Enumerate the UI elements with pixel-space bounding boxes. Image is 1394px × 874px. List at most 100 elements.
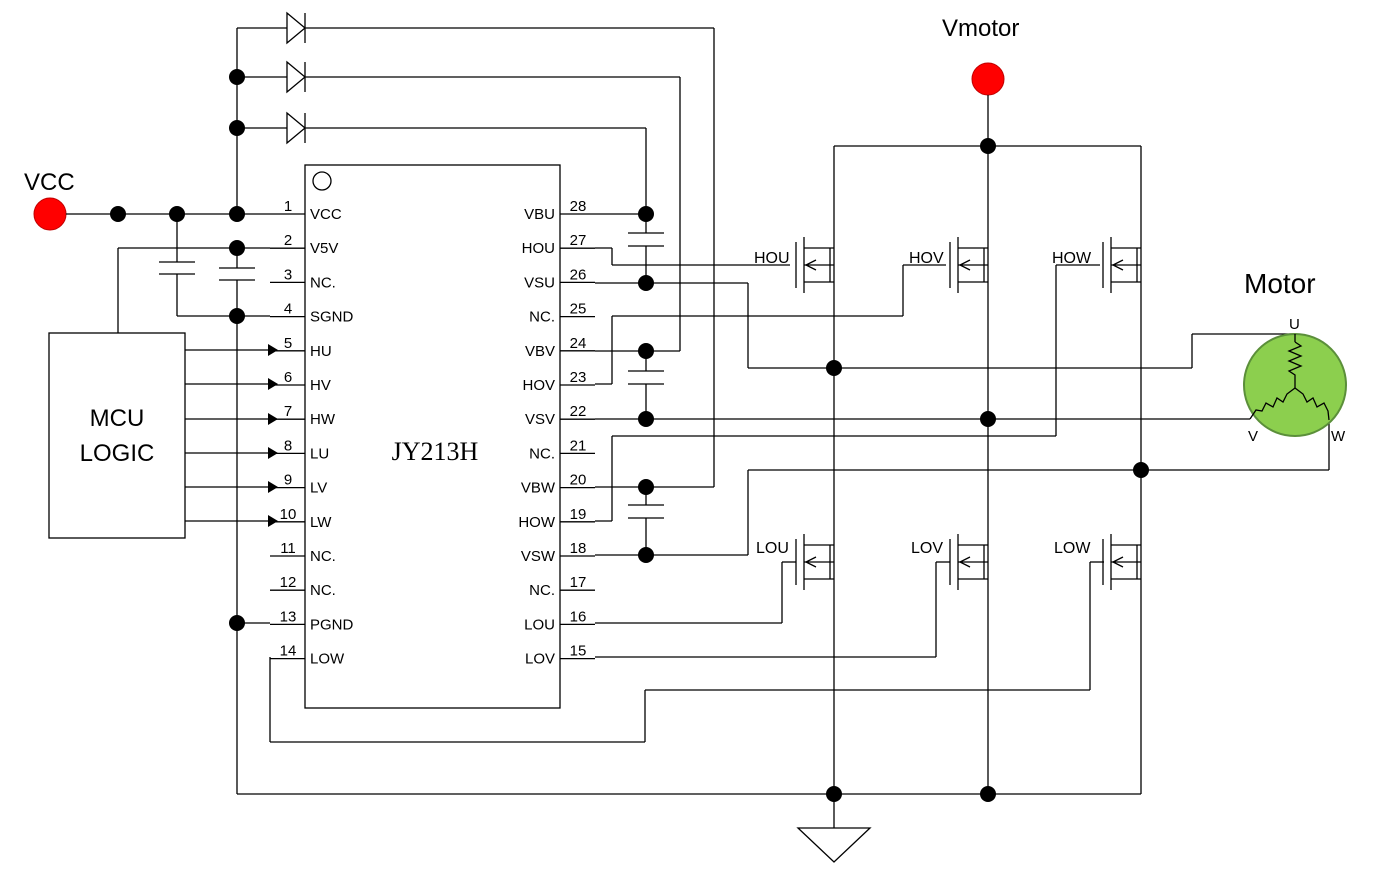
right-pin-name: HOV (522, 377, 555, 394)
right-pin-number: 17 (570, 574, 587, 591)
mcu-label-line2: LOGIC (80, 440, 155, 467)
left-pin-name: LV (310, 480, 327, 497)
bootstrap-diode-icons (286, 11, 715, 487)
left-pin-11: 11 NC. (270, 540, 336, 565)
vmotor-terminal-icon (971, 62, 1005, 96)
right-pin-name: VSU (524, 274, 555, 291)
mcu-label-line1: MCU (90, 405, 145, 432)
v5v-capacitors (159, 261, 255, 281)
left-pin-number: 10 (280, 506, 297, 523)
mosfet-lov-icon (949, 534, 988, 590)
right-pin-number: 28 (570, 198, 587, 215)
left-pin-name: NC. (310, 548, 336, 565)
left-pin-name: LW (310, 514, 332, 531)
right-pin-26: 26 VSU (524, 266, 595, 291)
left-pin-number: 11 (280, 540, 296, 557)
junction-dots (110, 69, 1149, 802)
left-pin-name: LU (310, 445, 329, 462)
right-pin-name: HOU (522, 240, 555, 257)
left-pin-name: NC. (310, 582, 336, 599)
vcc-label: VCC (24, 169, 75, 196)
left-pin-number: 6 (284, 369, 292, 386)
left-pin-number: 4 (284, 301, 292, 318)
motor-title: Motor (1244, 268, 1316, 299)
left-pin-10: 10 LW (270, 506, 332, 531)
right-pin-number: 25 (570, 301, 587, 318)
right-pin-group: 28VBU27HOU26VSU25NC.24VBV23HOV22VSV21NC.… (518, 198, 595, 668)
right-pin-number: 26 (570, 266, 587, 283)
mosfet-label-lov: LOV (911, 540, 943, 557)
left-pin-12: 12 NC. (270, 574, 336, 599)
left-pin-name: HW (310, 411, 336, 428)
mosfet-group (795, 237, 1141, 590)
right-pin-27: 27 HOU (522, 232, 595, 257)
left-pin-number: 5 (284, 335, 292, 352)
right-pin-number: 20 (570, 472, 587, 489)
right-pin-name: VBV (525, 343, 555, 360)
motor-terminal-w: W (1331, 428, 1346, 445)
chip-body (304, 164, 561, 709)
mosfet-lou-icon (795, 534, 834, 590)
pin1-marker (312, 171, 332, 191)
right-pin-wires (595, 213, 1330, 658)
right-pin-name: NC. (529, 309, 555, 326)
right-pin-25: 25 NC. (529, 301, 595, 326)
left-pin-number: 1 (284, 198, 292, 215)
right-pin-name: VBU (524, 206, 555, 223)
right-pin-17: 17 NC. (529, 574, 595, 599)
left-pin-number: 12 (280, 574, 297, 591)
ground-icon (796, 827, 872, 863)
right-pin-number: 18 (570, 540, 587, 557)
left-pin-8: 8 LU (270, 437, 329, 462)
right-pin-name: LOV (525, 651, 555, 668)
right-pin-name: NC. (529, 445, 555, 462)
right-pin-number: 16 (570, 608, 587, 625)
mosfet-label-how: HOW (1052, 250, 1092, 267)
right-pin-name: VSW (521, 548, 556, 565)
left-pin-name: LOW (310, 651, 345, 668)
right-pin-name: LOU (524, 616, 555, 633)
mosfet-label-low: LOW (1054, 540, 1091, 557)
right-pin-number: 24 (570, 335, 587, 352)
vcc-terminal-icon (33, 197, 67, 231)
mosfet-label-hou: HOU (754, 250, 790, 267)
mcu-signal-arrows (185, 344, 278, 527)
left-pin-number: 2 (284, 232, 292, 249)
right-pin-number: 27 (570, 232, 587, 249)
right-pin-number: 15 (570, 643, 587, 660)
vmotor-label: Vmotor (942, 15, 1019, 42)
left-pin-name: SGND (310, 309, 354, 326)
left-pin-number: 13 (280, 608, 297, 625)
right-pin-name: HOW (518, 514, 556, 531)
left-pin-number: 8 (284, 437, 292, 454)
vcc-rail-wires (66, 27, 1141, 795)
left-pin-name: NC. (310, 274, 336, 291)
right-pin-name: VBW (521, 480, 556, 497)
left-pin-2: 2 V5V (270, 232, 338, 257)
right-pin-name: NC. (529, 582, 555, 599)
left-pin-4: 4 SGND (270, 301, 354, 326)
motor-terminal-u: U (1289, 316, 1300, 333)
mcu-block (48, 332, 186, 539)
bridge-rails (833, 95, 1142, 828)
right-pin-number: 21 (570, 437, 587, 454)
right-pin-name: VSV (525, 411, 555, 428)
right-pin-15: 15 LOV (525, 643, 595, 668)
right-pin-16: 16 LOU (524, 608, 595, 633)
mosfet-low-icon (1102, 534, 1141, 590)
right-pin-18: 18 VSW (521, 540, 595, 565)
left-pin-name: V5V (310, 240, 338, 257)
right-pin-20: 20 VBW (521, 472, 595, 497)
mosfet-hou-icon (795, 237, 834, 293)
